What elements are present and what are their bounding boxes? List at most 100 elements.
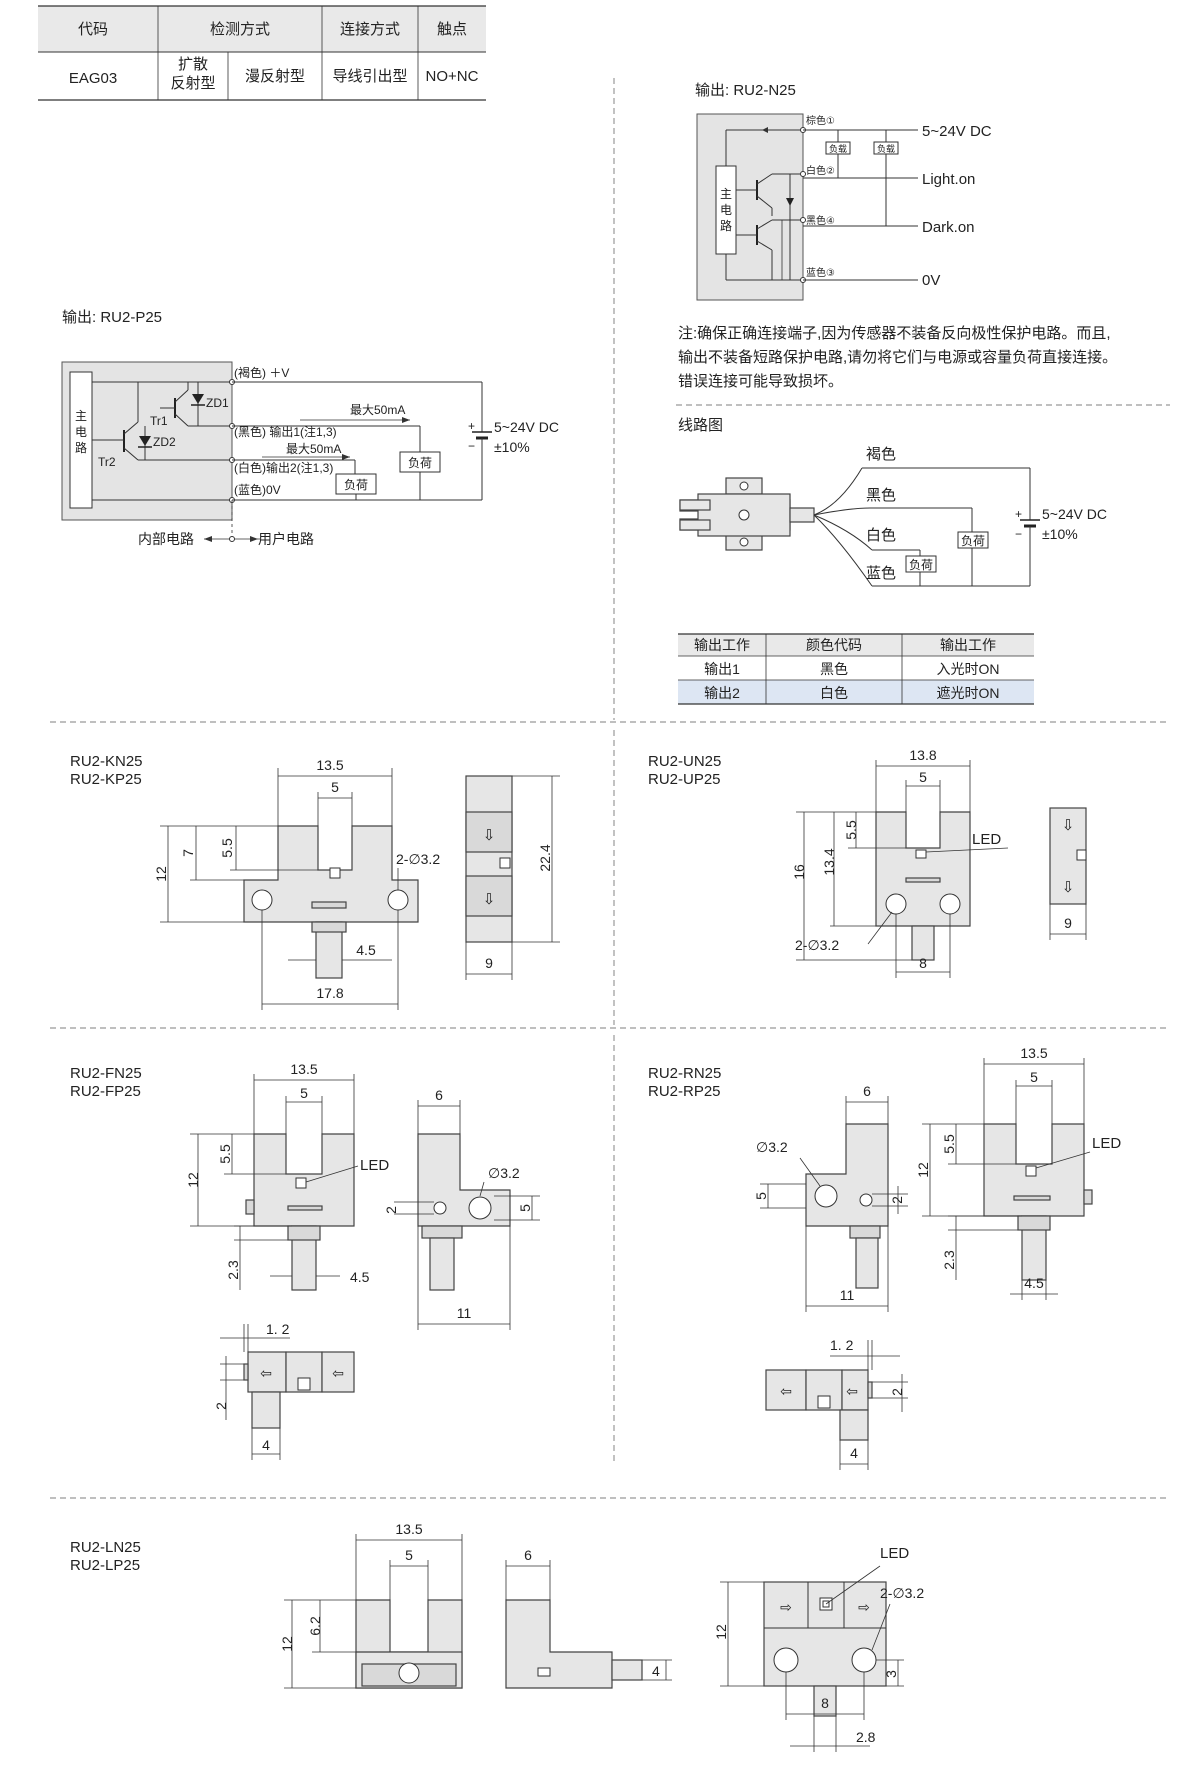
- rn-dim-4: 4: [850, 1445, 858, 1461]
- ln-dim-slot: 5: [405, 1547, 413, 1563]
- fn-model-1: RU2-FN25: [70, 1065, 142, 1082]
- wiring-heading: 线路图: [678, 417, 723, 434]
- ln-dim-3: 3: [883, 1670, 899, 1678]
- kn-dim-45: 4.5: [356, 942, 376, 958]
- svg-text:+: +: [468, 419, 475, 433]
- fn-dim-5: 5: [517, 1204, 533, 1212]
- pnp-internal-label: 内部电路: [138, 531, 194, 547]
- ln-dim-4: 4: [652, 1663, 660, 1679]
- safety-note: 注:确保正确连接端子,因为传感器不装备反向极性保护电路。而且, 输出不装备短路保…: [678, 325, 1117, 390]
- un-dim-width: 13.8: [909, 747, 936, 763]
- fn-model-2: RU2-FP25: [70, 1083, 141, 1100]
- fn-dim-hole: ∅3.2: [488, 1165, 520, 1181]
- fn-dim-2b: 2: [213, 1402, 229, 1410]
- fn-dim-width: 13.5: [290, 1061, 317, 1077]
- spec-table: 代码 检测方式 连接方式 触点 EAG03 扩散 反射型 漫反射型 导线引出型 …: [38, 5, 486, 101]
- fn-led: LED: [360, 1157, 389, 1174]
- drawing-fn25: RU2-FN25 RU2-FP25 13.5 5 12 5.5 LED 2.3 …: [70, 1061, 540, 1460]
- kn-dim-width: 13.5: [316, 757, 343, 773]
- note-line2: 输出不装备短路保护电路,请勿将它们与电源或容量负荷直接连接。: [678, 348, 1117, 366]
- rn-dim-12b: 1. 2: [830, 1337, 854, 1353]
- un-dim-55: 5.5: [843, 820, 859, 840]
- svg-text:+: +: [1015, 507, 1022, 521]
- fn-dim-6: 6: [435, 1087, 443, 1103]
- wiring-black: 黑色: [866, 487, 896, 504]
- pnp-max1: 最大50mA: [350, 403, 405, 417]
- kn-model-2: RU2-KP25: [70, 771, 142, 788]
- svg-text:电: 电: [75, 425, 87, 439]
- rn-dim-width: 13.5: [1020, 1045, 1047, 1061]
- pnp-load1: 负荷: [408, 456, 432, 470]
- drawing-ln25: RU2-LN25 RU2-LP25 13.5 5 12 6.2 6 4: [70, 1521, 924, 1752]
- un-dim-slot: 5: [919, 769, 927, 785]
- kn-dim-12: 12: [153, 866, 169, 882]
- pnp-user-label: 用户电路: [258, 531, 314, 547]
- pnp-heading: 输出: RU2-P25: [62, 309, 162, 326]
- spec-cell-method-line2: 反射型: [170, 75, 215, 92]
- fn-dim-4: 4: [262, 1437, 270, 1453]
- kn-dim-55: 5.5: [219, 838, 235, 858]
- ln-arrow-1: ⇨: [780, 1599, 792, 1615]
- output-row1-color: 黑色: [820, 661, 848, 677]
- output-header-1: 输出工作: [694, 637, 750, 653]
- npn-black-label: 黑色④: [806, 214, 835, 227]
- fn-dim-55: 5.5: [217, 1144, 233, 1164]
- rn-dim-23: 2.3: [941, 1250, 957, 1270]
- npn-circuit: 输出: RU2-N25 主 电 路 棕色① 白色② 黑色④ 蓝色: [695, 82, 992, 301]
- spec-cell-contact: NO+NC: [426, 68, 479, 85]
- svg-text:路: 路: [720, 218, 732, 233]
- pnp-main-circuit: 主: [75, 409, 87, 423]
- rn-dim-2b: 2: [889, 1388, 905, 1396]
- output-table: 输出工作 颜色代码 输出工作 输出1 黑色 入光时ON 输出2 白色 遮光时ON: [678, 633, 1034, 705]
- wiring-supply: 5~24V DC: [1042, 506, 1107, 522]
- ln-arrow-2: ⇨: [858, 1599, 870, 1615]
- spec-header-detection: 检测方式: [210, 21, 270, 38]
- npn-dark-on: Dark.on: [922, 219, 975, 236]
- output-row-highlight: [678, 680, 1034, 704]
- output-row2-color: 白色: [820, 685, 848, 701]
- spec-header-contact: 触点: [437, 21, 467, 38]
- fn-arrow-left-1: ⇦: [260, 1365, 272, 1381]
- pnp-zd2: ZD2: [153, 435, 176, 449]
- wiring-load2: 负荷: [909, 558, 933, 572]
- output-row2-name: 输出2: [704, 685, 740, 701]
- fn-dim-45: 4.5: [350, 1269, 370, 1285]
- un-dim-16: 16: [791, 864, 807, 880]
- pnp-white-label: (白色)输出2(注1,3): [234, 460, 333, 475]
- pnp-brown-label: (褐色) ＋V: [234, 365, 289, 380]
- rn-arrow-1: ⇦: [780, 1383, 792, 1399]
- kn-arrow-down-1: ⇩: [483, 827, 496, 844]
- rn-dim-2: 2: [889, 1196, 905, 1204]
- rn-arrow-2: ⇦: [846, 1383, 858, 1399]
- fn-dim-11: 11: [457, 1305, 472, 1321]
- kn-dim-178: 17.8: [316, 985, 343, 1001]
- spec-cell-method-sub: 漫反射型: [245, 68, 305, 85]
- wiring-brown: 褐色: [866, 446, 896, 463]
- fn-dim-12: 12: [185, 1172, 201, 1188]
- kn-dim-7: 7: [180, 849, 196, 857]
- wiring-white: 白色: [866, 527, 896, 544]
- rn-model-1: RU2-RN25: [648, 1065, 721, 1082]
- ln-model-2: RU2-LP25: [70, 1557, 140, 1574]
- rn-dim-12: 12: [915, 1162, 931, 1178]
- spec-header-connection: 连接方式: [340, 21, 400, 38]
- ln-dim-width: 13.5: [395, 1521, 422, 1537]
- note-line3: 错误连接可能导致损坏。: [678, 373, 843, 390]
- wiring-diagram: 线路图 褐色 黑色 白色 蓝色 负荷 负荷: [678, 417, 1107, 587]
- spec-cell-connection: 导线引出型: [332, 68, 407, 85]
- npn-blue-label: 蓝色③: [806, 266, 835, 279]
- rn-dim-55: 5.5: [941, 1134, 957, 1154]
- un-dim-hole: 2-∅3.2: [795, 937, 839, 953]
- svg-text:−: −: [1015, 527, 1022, 541]
- pnp-tr1: Tr1: [150, 414, 168, 428]
- kn-dim-hole: 2-∅3.2: [396, 851, 440, 867]
- rn-dim-11: 11: [840, 1287, 855, 1303]
- note-line1: 注:确保正确连接端子,因为传感器不装备反向极性保护电路。而且,: [678, 325, 1111, 342]
- npn-white-label: 白色②: [806, 164, 835, 177]
- un-dim-134: 13.4: [821, 848, 837, 875]
- pnp-blue-label: (蓝色)0V: [234, 483, 281, 497]
- un-arrow-2: ⇩: [1062, 879, 1075, 896]
- npn-zero-v: 0V: [922, 272, 940, 289]
- pnp-zd1: ZD1: [206, 396, 229, 410]
- ln-dim-28: 2.8: [856, 1729, 876, 1745]
